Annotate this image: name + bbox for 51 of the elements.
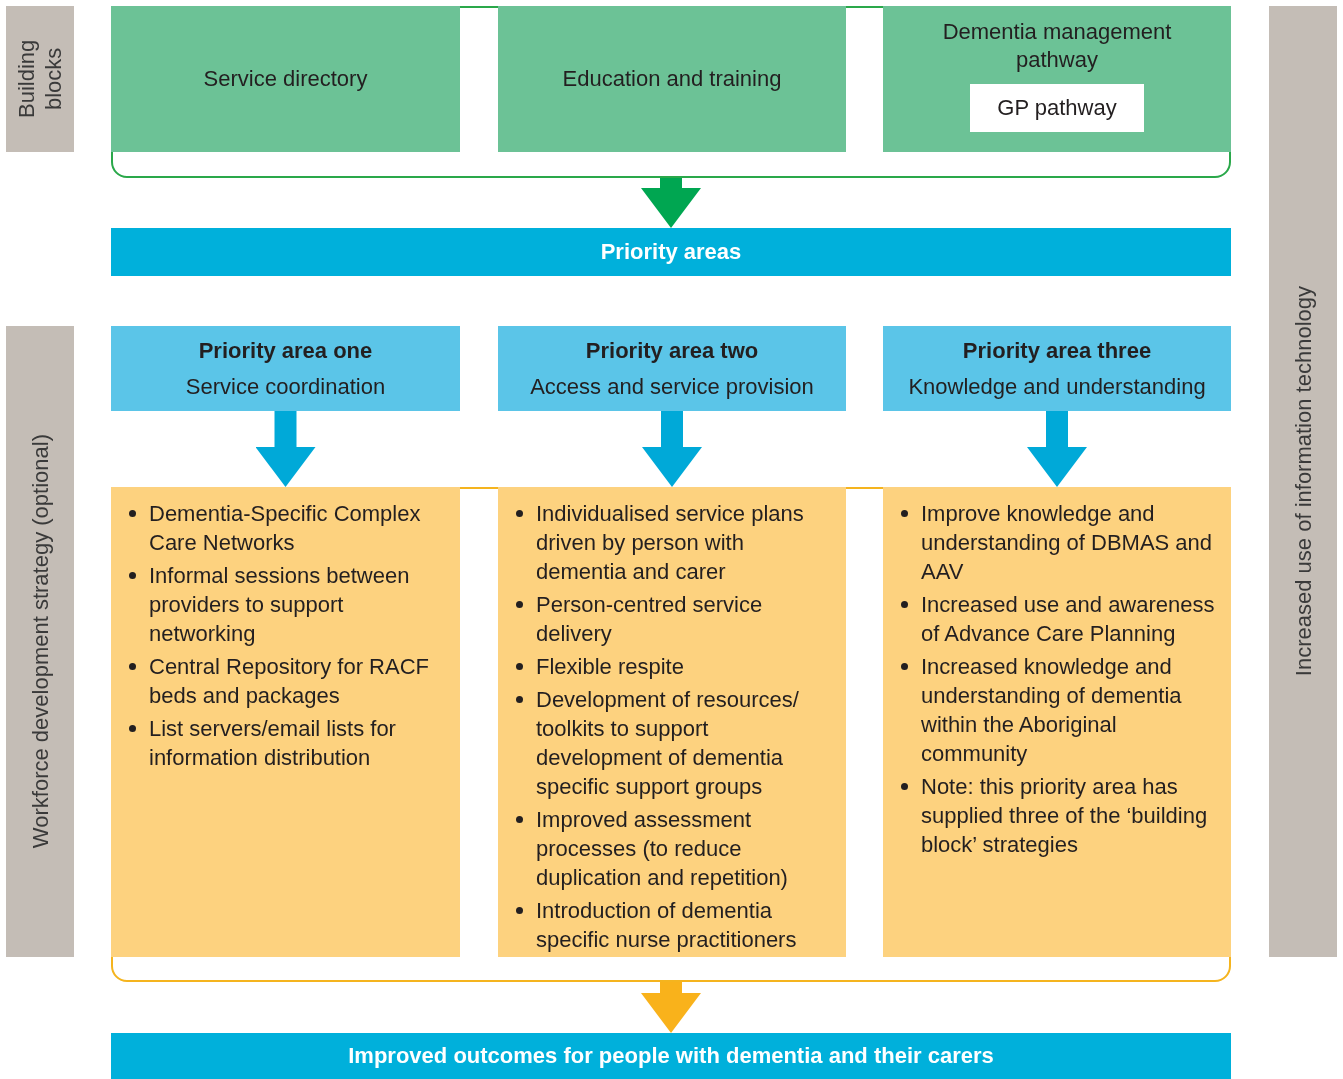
- block-title: Dementia management pathway: [941, 18, 1173, 74]
- arrow: [641, 178, 701, 228]
- band-label: Workforce development strategy (optional): [26, 434, 54, 849]
- bullet-item: List servers/email lists for information distribution: [127, 714, 452, 772]
- bullet-item: Central Repository for RACF beds and packages: [127, 652, 452, 710]
- block-title: Service directory: [203, 65, 368, 93]
- bullet-item: Note: this priority area has supplied three of the ‘building block’ strategies: [899, 772, 1223, 859]
- priority-area-title: Priority area one: [198, 336, 373, 365]
- pathway-box: [970, 84, 1144, 132]
- building-block-box: [883, 6, 1231, 152]
- bullet-item: Dementia-Specific Complex Care Networks: [127, 499, 452, 557]
- strategy-panel: [498, 487, 846, 957]
- bullet-item: Informal sessions between providers to support networking: [127, 561, 452, 648]
- arrow: [642, 411, 702, 487]
- priority-area-title: Priority area two: [585, 336, 759, 365]
- arrow: [255, 411, 316, 487]
- group-frame: [111, 487, 1231, 982]
- block-title: Education and training: [562, 65, 782, 93]
- priority-area-box: [111, 326, 460, 411]
- priority-area-subtitle: Service coordination: [185, 372, 386, 401]
- banner-bar: [111, 228, 1231, 276]
- bullet-item: Flexible respite: [514, 652, 838, 681]
- bullet-item: Increased use and awareness of Advance Care Planning: [899, 590, 1223, 648]
- pathway-label: GP pathway: [997, 94, 1117, 122]
- bullet-item: Introduction of dementia specific nurse practitioners: [514, 896, 838, 954]
- arrow: [1027, 411, 1087, 487]
- priority-area-subtitle: Access and service provision: [530, 372, 814, 401]
- bullet-item: Improve knowledge and understanding of DBMAS and AAV: [899, 499, 1223, 586]
- priority-area-title: Priority area three: [962, 336, 1152, 365]
- arrow: [641, 982, 701, 1033]
- building-block-box: [498, 6, 846, 152]
- bullet-item: Improved assessment processes (to reduce duplication and repetition): [514, 805, 838, 892]
- banner-text: Priority areas: [600, 239, 742, 265]
- side-band: [6, 326, 74, 957]
- band-label: Increased use of information technology: [1289, 286, 1317, 677]
- banner-text: Improved outcomes for people with dementia and their carers: [348, 1043, 994, 1069]
- priority-area-subtitle: Knowledge and understanding: [908, 372, 1206, 401]
- side-band: [1269, 6, 1337, 957]
- building-block-box: [111, 6, 460, 152]
- bullet-item: Development of resources/ toolkits to support development of dementia specific support groups: [514, 685, 838, 801]
- strategy-panel: [883, 487, 1231, 957]
- bullet-item: Individualised service plans driven by person with dementia and carer: [514, 499, 838, 586]
- bullet-item: Person-centred service delivery: [514, 590, 838, 648]
- banner-bar: [111, 1033, 1231, 1079]
- group-frame: [111, 6, 1231, 178]
- priority-area-box: [883, 326, 1231, 411]
- band-label: Building blocks: [13, 38, 67, 121]
- side-band: [6, 6, 74, 152]
- strategy-panel: [111, 487, 460, 957]
- bullet-item: Increased knowledge and understanding of dementia within the Aboriginal community: [899, 652, 1223, 768]
- priority-area-box: [498, 326, 846, 411]
